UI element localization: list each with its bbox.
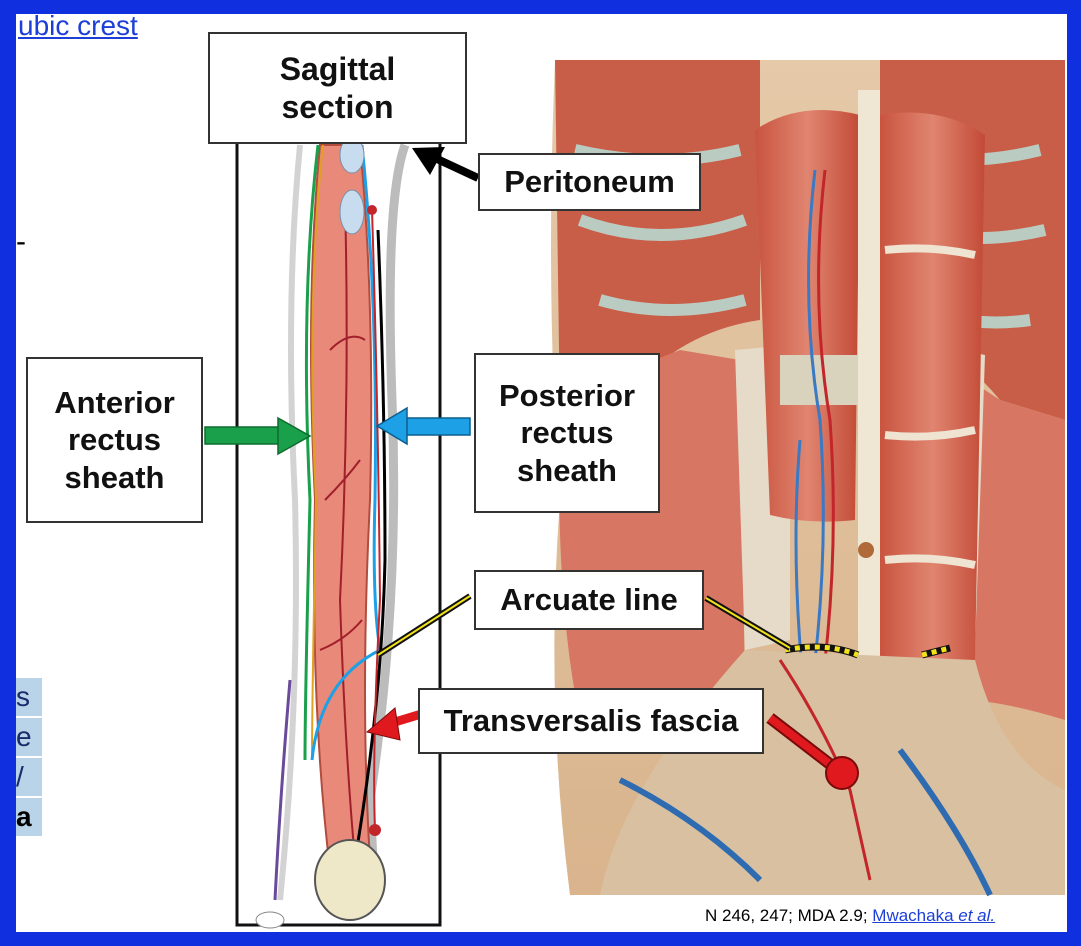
arcuate-line-text: Arcuate line xyxy=(500,581,677,618)
pubic-crest-link[interactable]: ubic crest xyxy=(18,10,138,42)
sidebar-snips: s e / a xyxy=(16,678,42,838)
citation-text: N 246, 247; MDA 2.9; xyxy=(705,906,868,925)
citation: N 246, 247; MDA 2.9; Mwachaka et al. xyxy=(705,906,995,926)
stray-text: - xyxy=(16,225,26,259)
transversalis-fascia-text: Transversalis fascia xyxy=(444,702,739,739)
peritoneum-text: Peritoneum xyxy=(504,163,675,200)
arcuate-line-label: Arcuate line xyxy=(474,570,704,630)
citation-link-text: Mwachaka xyxy=(872,906,953,925)
snip-2: e xyxy=(16,718,42,756)
peritoneum-label: Peritoneum xyxy=(478,153,701,211)
snip-4: a xyxy=(16,798,42,836)
citation-link[interactable]: Mwachaka et al. xyxy=(872,906,995,925)
anterior-rectus-sheath-label: Anterior rectus sheath xyxy=(26,357,203,523)
sagittal-section-label: Sagittal section xyxy=(208,32,467,144)
snip-3: / xyxy=(16,758,42,796)
anterior-rectus-sheath-text: Anterior rectus sheath xyxy=(54,384,175,496)
transversalis-fascia-label: Transversalis fascia xyxy=(418,688,764,754)
snip-1: s xyxy=(16,678,42,716)
sagittal-section-text: Sagittal section xyxy=(250,50,425,127)
citation-link-italic: et al. xyxy=(958,906,995,925)
posterior-rectus-sheath-label: Posterior rectus sheath xyxy=(474,353,660,513)
posterior-rectus-sheath-text: Posterior rectus sheath xyxy=(499,377,635,489)
